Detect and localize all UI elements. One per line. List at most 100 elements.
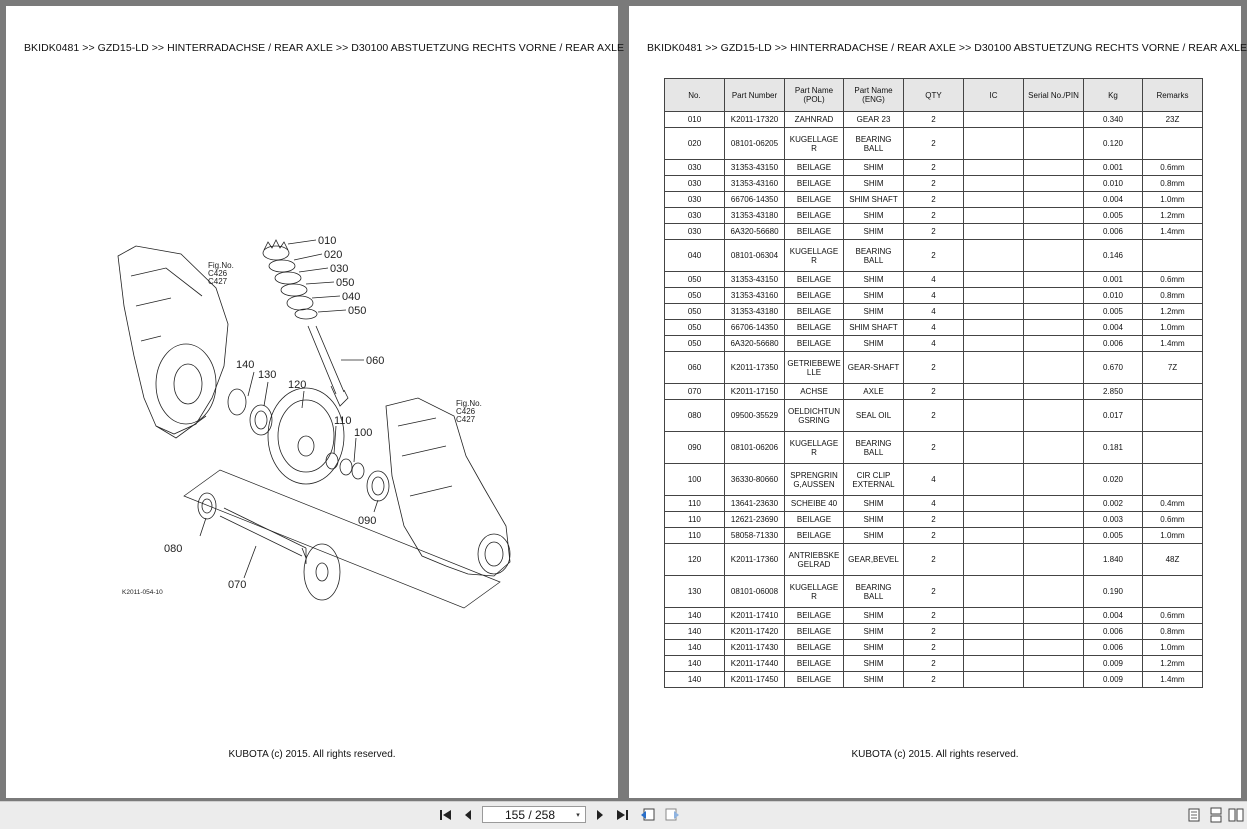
cell-qty: 4: [903, 495, 964, 512]
cell-part-number: K2011-17150: [724, 383, 785, 400]
cell-kg: 0.001: [1083, 271, 1143, 288]
go-forward-icon[interactable]: [664, 807, 680, 823]
continuous-view-icon[interactable]: [1208, 807, 1224, 823]
cell-part-number: K2011-17350: [724, 351, 785, 384]
cell-part-number: 6A320-56680: [724, 223, 785, 240]
cell-serial: [1023, 191, 1084, 208]
cell-part-name-eng: GEAR-SHAFT: [843, 351, 904, 384]
cell-kg: 0.020: [1083, 463, 1143, 496]
cell-part-number: 08101-06206: [724, 431, 785, 464]
cell-kg: 0.006: [1083, 623, 1143, 640]
cell-serial: [1023, 575, 1084, 608]
cell-serial: [1023, 511, 1084, 528]
cell-part-name-eng: SHIM: [843, 623, 904, 640]
cell-remarks: 0.8mm: [1142, 175, 1203, 192]
callout-020: 020: [324, 249, 342, 261]
next-page-icon[interactable]: [592, 807, 608, 823]
cell-ic: [963, 351, 1024, 384]
cell-part-name-pol: KUGELLAGE R: [784, 239, 844, 272]
cell-part-name-pol: KUGELLAGE R: [784, 431, 844, 464]
cell-kg: 0.004: [1083, 191, 1143, 208]
cell-no: 120: [664, 543, 725, 576]
cell-part-name-pol: KUGELLAGE R: [784, 575, 844, 608]
cell-kg: 0.146: [1083, 239, 1143, 272]
cell-part-number: 31353-43150: [724, 271, 785, 288]
cell-part-name-pol: BEILAGE: [784, 191, 844, 208]
cell-no: 030: [664, 207, 725, 224]
cell-ic: [963, 175, 1024, 192]
cell-no: 060: [664, 351, 725, 384]
first-page-icon[interactable]: [438, 807, 454, 823]
cell-part-number: 66706-14350: [724, 319, 785, 336]
cell-qty: 4: [903, 287, 964, 304]
cell-part-name-pol: ZAHNRAD: [784, 111, 844, 128]
cell-no: 070: [664, 383, 725, 400]
cell-no: 080: [664, 399, 725, 432]
cell-remarks: 1.4mm: [1142, 223, 1203, 240]
cell-part-name-pol: BEILAGE: [784, 623, 844, 640]
cell-remarks: [1142, 239, 1203, 272]
cell-serial: [1023, 543, 1084, 576]
cell-remarks: 0.6mm: [1142, 159, 1203, 176]
page-number-select[interactable]: 155 / 258 ▾: [482, 806, 586, 823]
cell-part-name-pol: ACHSE: [784, 383, 844, 400]
column-header-no: No.: [664, 78, 725, 112]
column-header-ic: IC: [963, 78, 1024, 112]
cell-kg: 0.010: [1083, 175, 1143, 192]
cell-part-name-pol: BEILAGE: [784, 527, 844, 544]
cell-no: 030: [664, 175, 725, 192]
cell-part-name-eng: SHIM: [843, 655, 904, 672]
cell-part-number: 66706-14350: [724, 191, 785, 208]
cell-remarks: 1.2mm: [1142, 303, 1203, 320]
single-page-view-icon[interactable]: [1186, 807, 1202, 823]
cell-serial: [1023, 303, 1084, 320]
cell-part-name-eng: SHIM: [843, 671, 904, 688]
facing-view-icon[interactable]: [1228, 807, 1244, 823]
cell-ic: [963, 239, 1024, 272]
cell-part-name-pol: KUGELLAGE R: [784, 127, 844, 160]
cell-ic: [963, 127, 1024, 160]
cell-remarks: 1.2mm: [1142, 207, 1203, 224]
cell-part-name-eng: BEARING BALL: [843, 239, 904, 272]
cell-qty: 2: [903, 527, 964, 544]
cell-part-name-eng: SHIM: [843, 607, 904, 624]
cell-no: 140: [664, 671, 725, 688]
fig-ref-right-label: Fig.No.: [456, 399, 482, 408]
cell-part-name-pol: BEILAGE: [784, 303, 844, 320]
cell-part-name-eng: SEAL OIL: [843, 399, 904, 432]
callout-120: 120: [288, 379, 306, 391]
cell-kg: 0.005: [1083, 207, 1143, 224]
drawing-code: K2011-054-10: [122, 589, 163, 596]
cell-ic: [963, 207, 1024, 224]
cell-qty: 2: [903, 383, 964, 400]
cell-part-name-eng: SHIM: [843, 335, 904, 352]
callout-060: 060: [366, 355, 384, 367]
last-page-icon[interactable]: [614, 807, 630, 823]
cell-part-name-pol: BEILAGE: [784, 271, 844, 288]
cell-serial: [1023, 383, 1084, 400]
cell-part-name-eng: SHIM: [843, 303, 904, 320]
cell-serial: [1023, 159, 1084, 176]
cell-remarks: 1.4mm: [1142, 335, 1203, 352]
prev-page-icon[interactable]: [460, 807, 476, 823]
fig-ref-left-label: Fig.No.: [208, 261, 234, 270]
cell-kg: 0.009: [1083, 655, 1143, 672]
cell-serial: [1023, 223, 1084, 240]
cell-part-name-eng: BEARING BALL: [843, 431, 904, 464]
go-back-icon[interactable]: [640, 807, 656, 823]
cell-remarks: 1.0mm: [1142, 639, 1203, 656]
cell-remarks: 0.4mm: [1142, 495, 1203, 512]
cell-remarks: 0.8mm: [1142, 623, 1203, 640]
cell-part-name-pol: BEILAGE: [784, 671, 844, 688]
cell-kg: 0.005: [1083, 527, 1143, 544]
cell-no: 050: [664, 287, 725, 304]
cell-remarks: 1.0mm: [1142, 191, 1203, 208]
